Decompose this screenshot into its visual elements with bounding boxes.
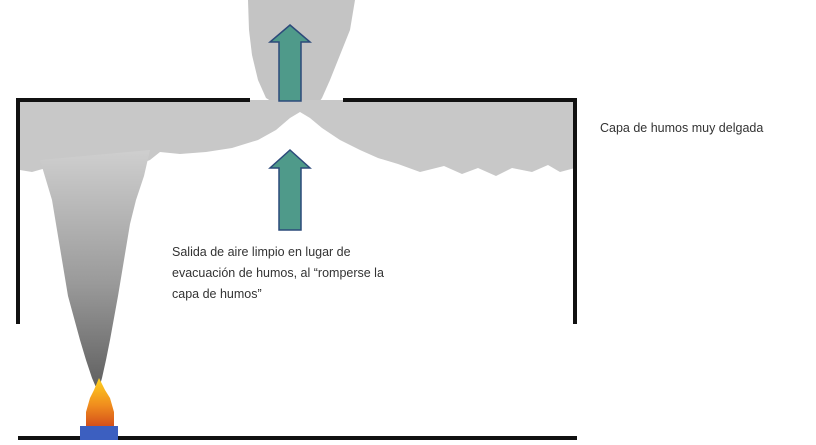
fire-icon [80,378,118,440]
label-line: Salida de aire limpio en lugar de [172,245,351,259]
label-line: capa de humos” [172,287,262,301]
label-line: evacuación de humos, al “romperse la [172,266,384,280]
clean-air-exit-label: Salida de aire limpio en lugar de evacua… [172,242,384,305]
up-arrow-icon [268,148,312,231]
left-wall-and-ceiling [16,98,250,324]
ceiling-smoke-layer [20,100,575,176]
fire-plume [40,150,150,392]
right-ceiling-and-wall [343,98,577,324]
thin-smoke-layer-label: Capa de humos muy delgada [600,121,764,135]
burner [80,426,118,440]
flame [86,378,114,428]
up-arrow-icon [267,24,313,102]
